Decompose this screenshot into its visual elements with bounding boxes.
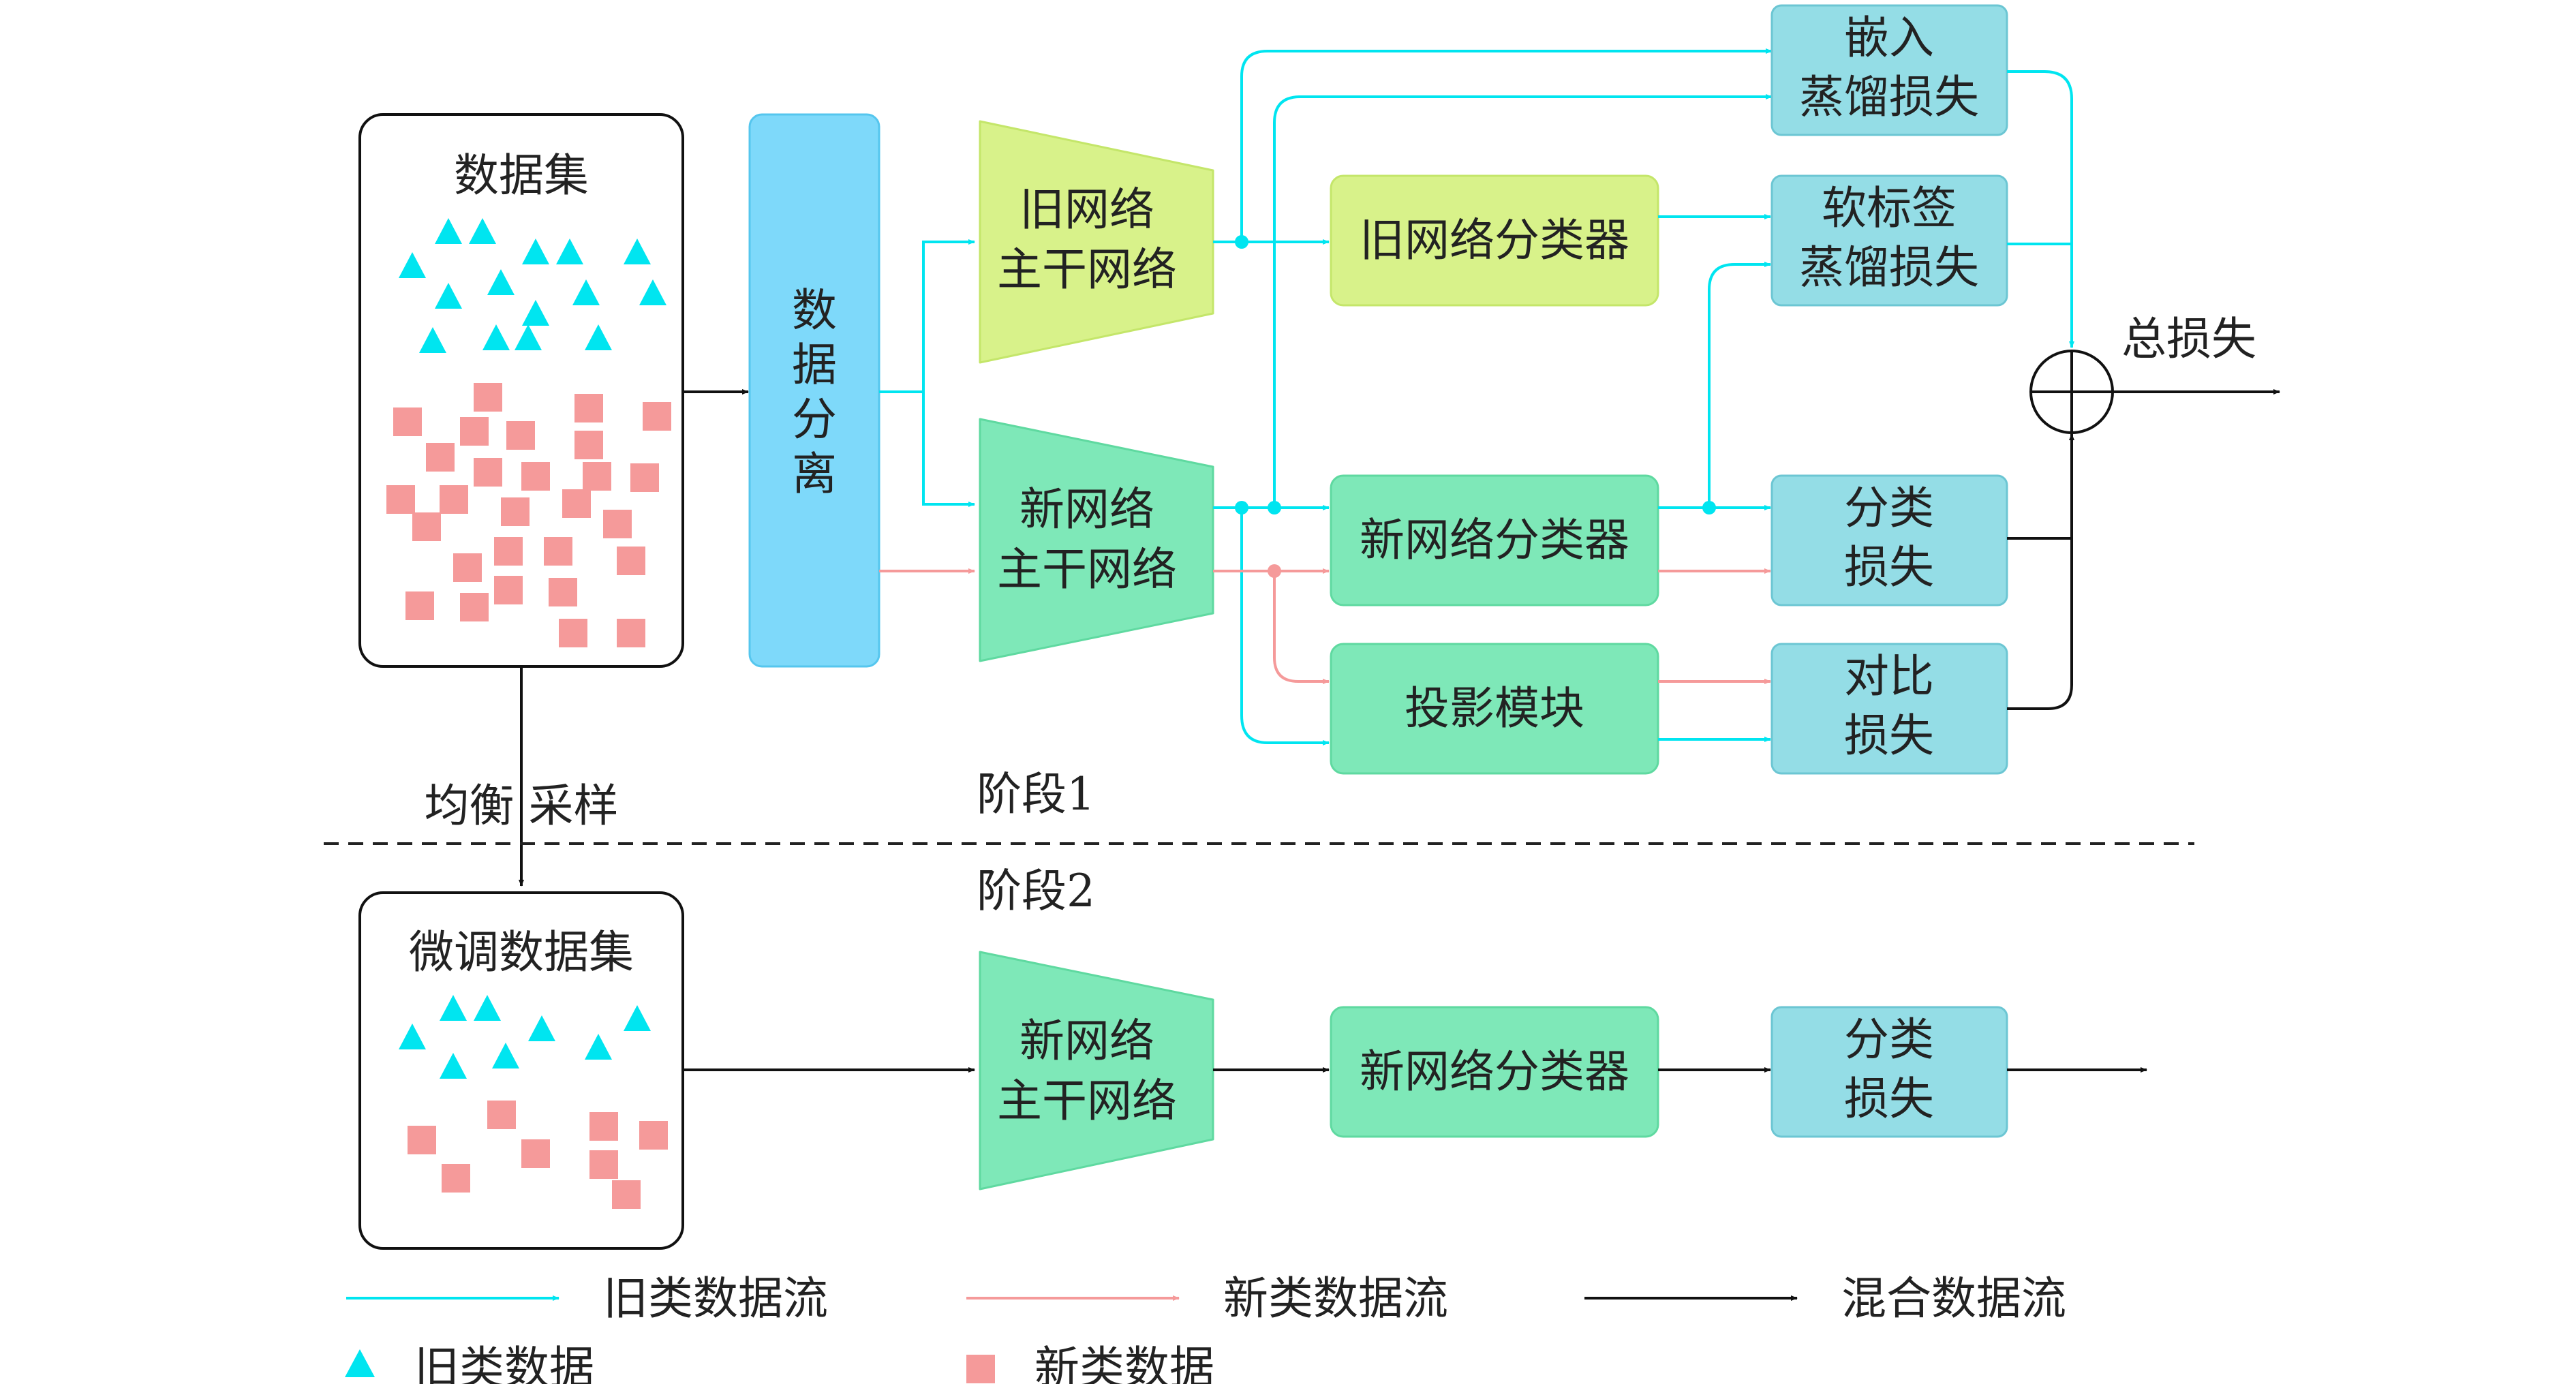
junction-new-backbone-c (1268, 564, 1281, 578)
legend-mixed-flow-label: 混合数据流 (1841, 1272, 2066, 1325)
old-backbone-flows (1213, 48, 1773, 245)
stage2-loss-line1: 分类 (1844, 1013, 1934, 1066)
contrast-loss-line1: 对比 (1844, 650, 1934, 703)
stage2-classification-loss: 分类 损失 (1770, 1006, 2008, 1138)
classification-loss: 分类 损失 (1770, 474, 2008, 606)
new-classifier-label: 新网络分类器 (1360, 514, 1629, 566)
legend-new-data-icon (966, 1355, 995, 1383)
loss-to-sum-flows (2007, 70, 2280, 710)
legend-old-data-label: 旧类数据 (414, 1342, 594, 1384)
embed-loss-line1: 嵌入 (1844, 12, 1934, 64)
finetune-dataset-box: 微调数据集 (358, 891, 684, 1250)
soft-loss-line1: 软标签 (1822, 182, 1957, 234)
finetune-dataset-title: 微调数据集 (409, 926, 634, 979)
total-loss-label: 总损失 (2121, 313, 2256, 365)
old-data-triangles (399, 218, 666, 353)
legend-new-data-label: 新类数据 (1034, 1342, 1214, 1384)
data-split-block: 数 据 分 离 (748, 113, 880, 668)
balanced-sampling-label: 均衡 采样 (425, 780, 619, 832)
junction-new-classifier (1702, 501, 1716, 514)
embed-distill-loss: 嵌入 蒸馏损失 (1770, 4, 2008, 136)
soft-loss-line2: 蒸馏损失 (1799, 241, 1979, 294)
dataset-title: 数据集 (454, 149, 589, 202)
junction-new-backbone-a (1235, 501, 1248, 514)
projection-label: 投影模块 (1405, 682, 1584, 735)
projection-module: 投影模块 (1330, 643, 1659, 775)
legend-old-data-icon (345, 1349, 375, 1377)
split-label-2: 据 (792, 339, 837, 391)
new-backbone-line1: 新网络 (1019, 483, 1154, 536)
dataset-box: 数据集 (358, 113, 684, 668)
old-backbone-line1: 旧网络 (1019, 183, 1154, 236)
to-loss-flows (1658, 214, 1771, 742)
stage2-backbone-line1: 新网络 (1019, 1015, 1154, 1067)
cls-loss-line2: 损失 (1844, 541, 1934, 594)
split-label-1: 数 (792, 284, 837, 337)
embed-loss-line2: 蒸馏损失 (1799, 71, 1979, 123)
stage2-label: 阶段2 (977, 865, 1095, 917)
old-classifier: 旧网络分类器 (1330, 174, 1659, 307)
legend-new-flow-label: 新类数据流 (1223, 1272, 1448, 1325)
split-label-3: 分 (792, 393, 837, 446)
junction-new-backbone-b (1268, 501, 1281, 514)
split-to-backbones-flows (879, 239, 975, 574)
old-backbone: 旧网络 主干网络 (979, 120, 1214, 364)
finetune-new-squares (408, 1101, 668, 1209)
old-classifier-label: 旧网络分类器 (1360, 214, 1629, 266)
soft-label-distill-loss: 软标签 蒸馏损失 (1770, 174, 2008, 307)
stage2-loss-line2: 损失 (1844, 1073, 1934, 1125)
stage1-label: 阶段1 (977, 768, 1095, 820)
contrastive-loss: 对比 损失 (1770, 643, 2008, 775)
junction-old-backbone (1235, 235, 1248, 249)
stage2-new-classifier: 新网络分类器 (1330, 1006, 1659, 1138)
new-backbone-line2: 主干网络 (997, 543, 1177, 596)
cls-loss-line1: 分类 (1844, 482, 1934, 534)
split-label-4: 离 (792, 448, 837, 500)
contrast-loss-line2: 损失 (1844, 709, 1934, 762)
legend: 旧类数据流 新类数据流 混合数据流 旧类数据 新类数据 (345, 1272, 2066, 1384)
stage2-new-backbone: 新网络 主干网络 (979, 951, 1214, 1190)
old-backbone-line2: 主干网络 (997, 243, 1177, 296)
new-backbone: 新网络 主干网络 (979, 418, 1214, 662)
legend-old-flow-label: 旧类数据流 (603, 1272, 828, 1325)
new-data-squares (386, 383, 671, 647)
sum-node (2029, 350, 2114, 434)
finetune-old-triangles (399, 995, 651, 1079)
new-classifier: 新网络分类器 (1330, 474, 1659, 606)
stage2-backbone-line2: 主干网络 (997, 1075, 1177, 1127)
stage2-classifier-label: 新网络分类器 (1360, 1045, 1629, 1098)
